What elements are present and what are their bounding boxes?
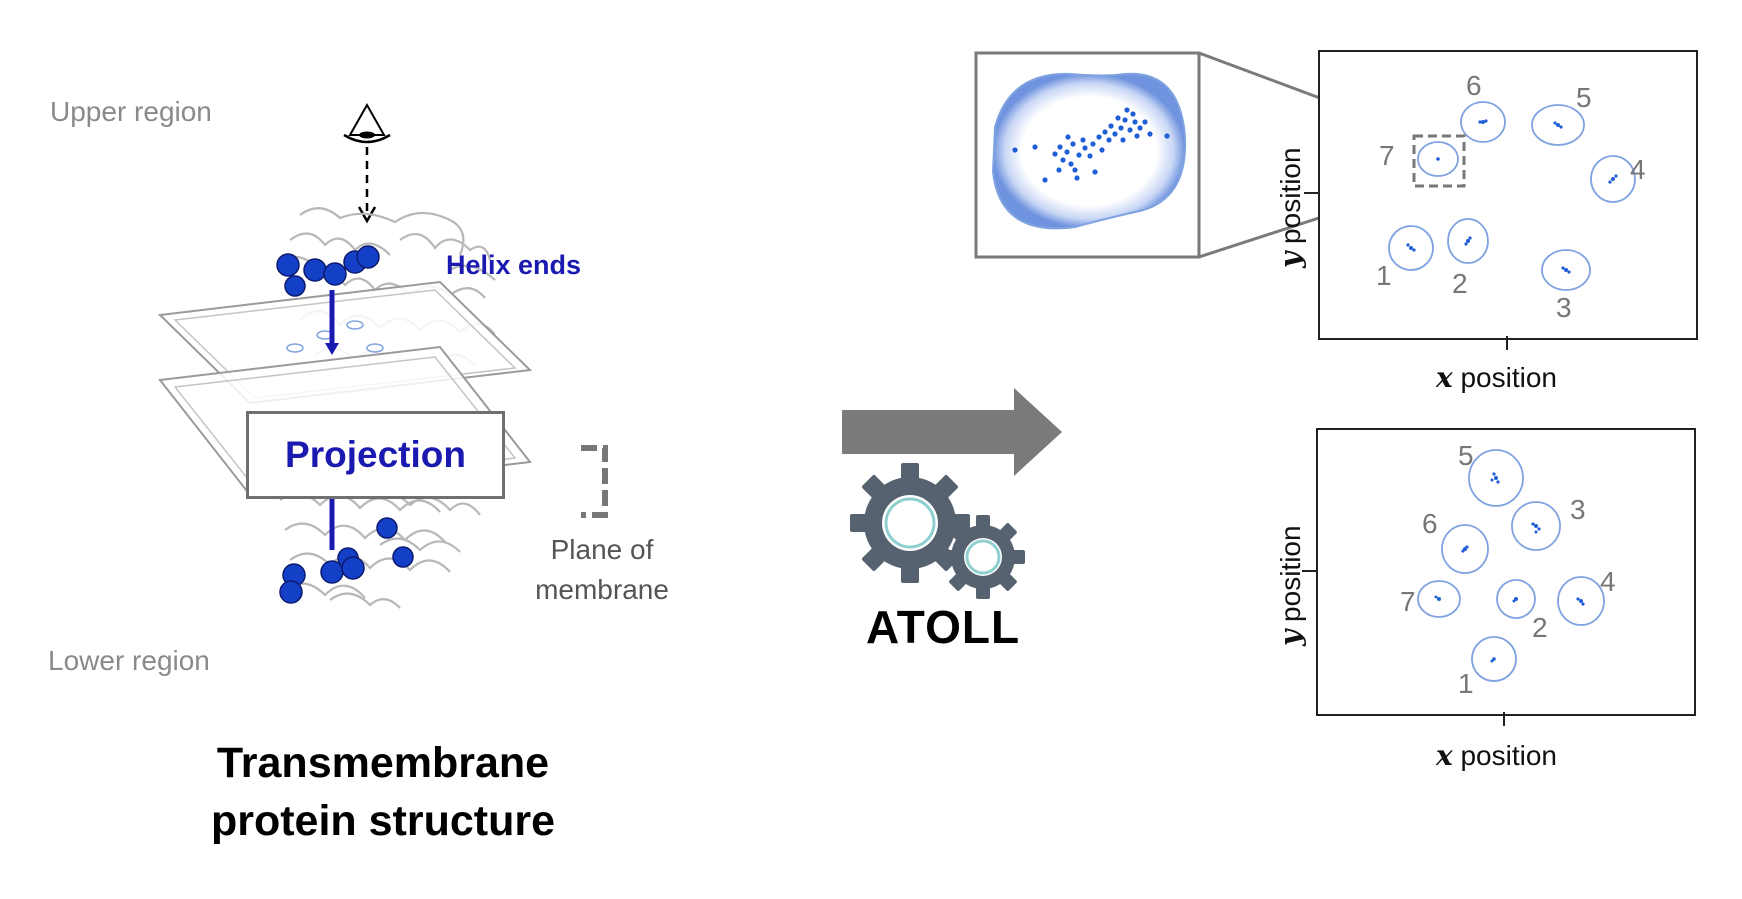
top-x-var: x bbox=[1436, 361, 1453, 394]
lower-region-label: Lower region bbox=[48, 645, 210, 676]
top-y-axis-label: y position bbox=[1274, 147, 1307, 268]
plane-label-line1: Plane of bbox=[550, 534, 654, 565]
top-helix-5: 5 bbox=[1576, 82, 1592, 113]
gears-icon bbox=[850, 463, 1025, 599]
bottom-y-word: position bbox=[1275, 525, 1306, 622]
top-helix-2: 2 bbox=[1452, 268, 1468, 299]
helix-ends-label: Helix ends bbox=[446, 250, 582, 280]
bottom-helix-5: 5 bbox=[1458, 440, 1474, 471]
helix-end-spheres bbox=[276, 245, 414, 604]
plane-of-membrane-label: Plane of membrane bbox=[512, 530, 692, 610]
zoom-inset bbox=[974, 51, 1412, 259]
bottom-helix-6: 6 bbox=[1422, 508, 1438, 539]
bottom-helix-1: 1 bbox=[1458, 668, 1474, 699]
bottom-position-plot bbox=[1316, 428, 1696, 716]
top-y-var: y bbox=[1274, 251, 1307, 268]
bottom-helix-2: 2 bbox=[1532, 612, 1548, 643]
bottom-plot-marks bbox=[1302, 449, 1605, 726]
top-plot-marks bbox=[1304, 101, 1636, 350]
top-helix-1: 1 bbox=[1376, 260, 1392, 291]
plane-label-line2: membrane bbox=[535, 574, 669, 605]
zoom-points bbox=[1012, 107, 1170, 183]
membrane-bracket bbox=[581, 445, 608, 518]
top-x-axis-label: x position bbox=[1436, 361, 1557, 394]
eye-icon bbox=[343, 102, 391, 224]
bottom-x-axis-label: x position bbox=[1436, 739, 1557, 772]
bottom-x-word: position bbox=[1460, 740, 1557, 771]
top-helix-6: 6 bbox=[1466, 70, 1482, 101]
projection-box: Projection bbox=[246, 411, 505, 499]
bottom-helix-3: 3 bbox=[1570, 494, 1586, 525]
process-arrow bbox=[842, 388, 1062, 476]
bottom-helix-4: 4 bbox=[1600, 566, 1616, 597]
title-line1: Transmembrane bbox=[216, 739, 550, 787]
bottom-x-var: x bbox=[1436, 739, 1453, 772]
bottom-y-axis-label: y position bbox=[1274, 525, 1307, 646]
top-x-word: position bbox=[1460, 362, 1557, 393]
projection-label: Projection bbox=[285, 434, 466, 475]
top-helix-3: 3 bbox=[1556, 292, 1572, 323]
upper-region-label: Upper region bbox=[50, 96, 212, 127]
atoll-label: ATOLL bbox=[866, 601, 1021, 653]
top-helix-4: 4 bbox=[1630, 154, 1646, 185]
top-y-word: position bbox=[1275, 147, 1306, 244]
bottom-y-var: y bbox=[1274, 629, 1307, 646]
title-line2: protein structure bbox=[210, 797, 556, 845]
bottom-helix-7: 7 bbox=[1400, 586, 1416, 617]
structure-title: Transmembrane protein structure bbox=[150, 734, 616, 850]
lower-helices bbox=[279, 492, 481, 609]
top-helix-7: 7 bbox=[1379, 140, 1395, 171]
